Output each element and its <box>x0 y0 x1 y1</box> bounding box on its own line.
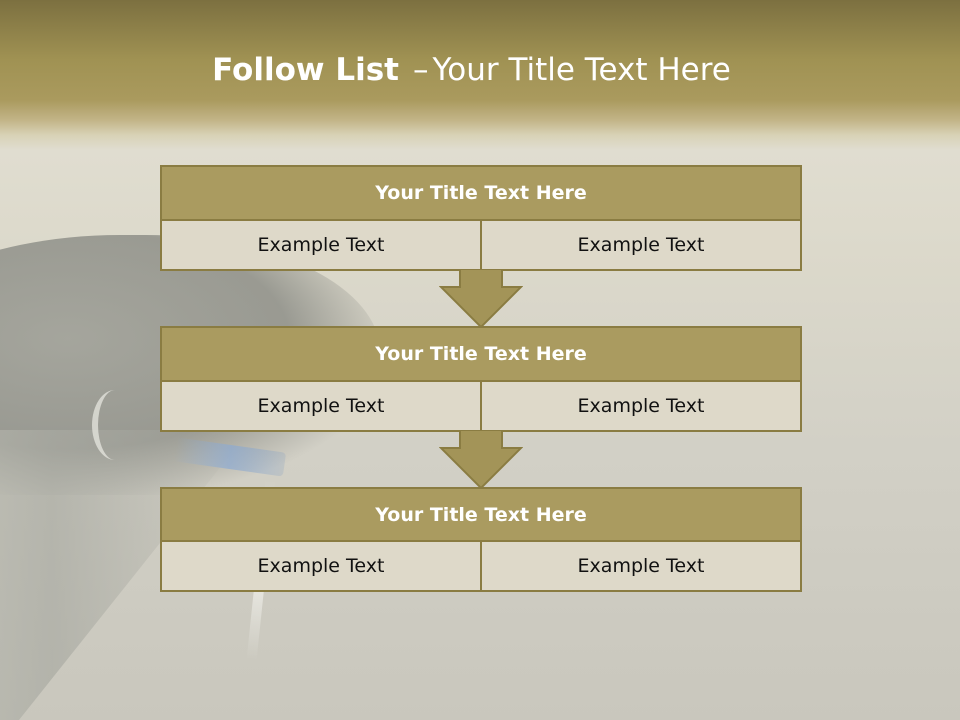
background-car-highlight <box>92 390 138 460</box>
title-bold-part: Follow List <box>212 52 399 88</box>
block-row: Example Text Example Text <box>160 382 802 432</box>
block-cell-right: Example Text <box>480 382 802 432</box>
block-row: Example Text Example Text <box>160 221 802 271</box>
block-title: Your Title Text Here <box>160 165 802 221</box>
background-car-window <box>173 437 287 477</box>
title-separator: – <box>412 52 429 88</box>
block-title: Your Title Text Here <box>160 487 802 542</box>
down-arrow-icon <box>439 269 523 329</box>
list-block-2: Your Title Text Here Example Text Exampl… <box>160 326 802 432</box>
title-rest: Your Title Text Here <box>432 52 731 88</box>
block-cell-left: Example Text <box>160 542 482 592</box>
block-row: Example Text Example Text <box>160 542 802 592</box>
block-title: Your Title Text Here <box>160 326 802 382</box>
block-cell-left: Example Text <box>160 221 482 271</box>
list-block-3: Your Title Text Here Example Text Exampl… <box>160 487 802 592</box>
slide-title: Follow List–Your Title Text Here <box>0 52 943 88</box>
block-cell-right: Example Text <box>480 542 802 592</box>
block-cell-right: Example Text <box>480 221 802 271</box>
block-cell-left: Example Text <box>160 382 482 432</box>
down-arrow-icon <box>439 430 523 490</box>
list-block-1: Your Title Text Here Example Text Exampl… <box>160 165 802 271</box>
